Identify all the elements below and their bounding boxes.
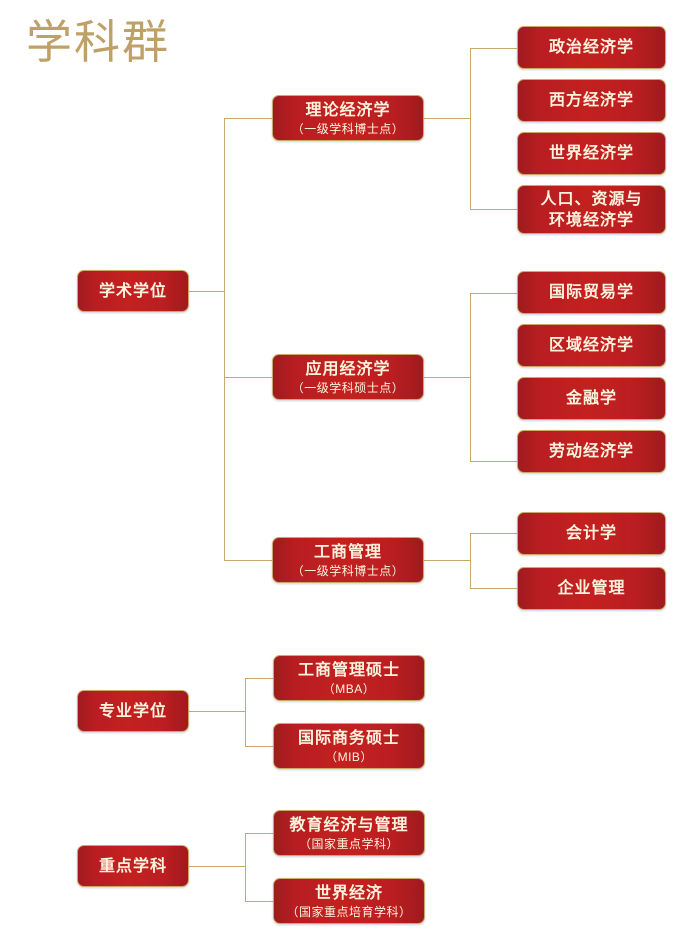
node-international-trade[interactable]: 国际贸易学 xyxy=(517,271,666,314)
node-regional-economics[interactable]: 区域经济学 xyxy=(517,324,666,367)
connector-academic-to-theoretical xyxy=(224,118,272,119)
node-sublabel: （MBA） xyxy=(322,681,376,696)
node-root-academic[interactable]: 学术学位 xyxy=(77,270,189,312)
node-education-economics-management[interactable]: 教育经济与管理 （国家重点学科） xyxy=(273,810,425,856)
connector-professional-to-mba xyxy=(245,678,273,679)
connector-professional-trunk xyxy=(245,678,246,746)
node-label-line2: 环境经济学 xyxy=(548,211,634,229)
node-labor-economics[interactable]: 劳动经济学 xyxy=(517,430,666,473)
connector-theoretical-trunk xyxy=(470,48,471,209)
node-label: 金融学 xyxy=(565,390,617,407)
connector-root-academic-stub xyxy=(189,291,225,292)
node-label: 重点学科 xyxy=(98,857,167,875)
connector-applied-stub xyxy=(424,377,470,378)
node-label: 会计学 xyxy=(565,525,617,542)
node-applied-economics[interactable]: 应用经济学 （一级学科硕士点） xyxy=(272,354,424,400)
node-label: 国际贸易学 xyxy=(548,284,634,301)
node-sublabel: （国家重点学科） xyxy=(298,836,399,851)
node-world-economy-key[interactable]: 世界经济 （国家重点培育学科） xyxy=(273,878,425,924)
connector-academic-trunk xyxy=(224,118,225,561)
node-label: 世界经济学 xyxy=(548,145,634,162)
connector-key-to-edu xyxy=(245,833,273,834)
node-world-economics[interactable]: 世界经济学 xyxy=(517,132,666,175)
page-title: 学科群 xyxy=(26,17,170,68)
node-population-resources-environment-economics[interactable]: 人口、资源与 环境经济学 xyxy=(517,185,666,234)
connector-academic-to-applied xyxy=(224,377,272,378)
node-theoretical-economics[interactable]: 理论经济学 （一级学科博士点） xyxy=(272,95,424,141)
connector-root-key-stub xyxy=(189,866,245,867)
node-label: 政治经济学 xyxy=(548,39,634,56)
connector-business-stub xyxy=(424,560,470,561)
node-sublabel: （一级学科硕士点） xyxy=(291,380,405,395)
node-label: 理论经济学 xyxy=(305,101,391,119)
node-label: 工商管理 xyxy=(313,543,382,561)
node-label: 世界经济 xyxy=(314,884,383,902)
node-label: 学术学位 xyxy=(98,282,167,300)
connector-business-to-enterprise xyxy=(470,588,517,589)
node-mib[interactable]: 国际商务硕士 （MIB） xyxy=(273,723,425,769)
node-mba[interactable]: 工商管理硕士 （MBA） xyxy=(273,655,425,701)
node-root-professional[interactable]: 专业学位 xyxy=(77,690,189,732)
node-sublabel: （一级学科博士点） xyxy=(291,121,405,136)
connector-applied-trunk xyxy=(470,293,471,461)
node-political-economics[interactable]: 政治经济学 xyxy=(517,26,666,69)
connector-theoretical-to-political xyxy=(470,48,517,49)
node-sublabel: （一级学科博士点） xyxy=(291,563,405,578)
node-label: 教育经济与管理 xyxy=(289,816,409,834)
connector-business-trunk xyxy=(470,533,471,588)
connector-key-to-worldecon xyxy=(245,901,273,902)
node-label: 劳动经济学 xyxy=(548,443,634,460)
node-label: 工商管理硕士 xyxy=(297,661,400,679)
connector-theoretical-stub xyxy=(424,118,470,119)
node-enterprise-management[interactable]: 企业管理 xyxy=(517,567,666,610)
node-label: 企业管理 xyxy=(557,580,626,597)
connector-applied-to-trade xyxy=(470,293,517,294)
node-finance[interactable]: 金融学 xyxy=(517,377,666,420)
node-label: 西方经济学 xyxy=(548,92,634,109)
node-label: 人口、资源与 xyxy=(540,190,643,208)
connector-applied-to-labor xyxy=(470,461,517,462)
node-label: 应用经济学 xyxy=(305,360,391,378)
node-label: 专业学位 xyxy=(98,702,167,720)
connector-academic-to-business xyxy=(224,560,272,561)
node-sublabel: （MIB） xyxy=(325,749,373,764)
node-label: 区域经济学 xyxy=(548,337,634,354)
connector-theoretical-to-popres xyxy=(470,209,517,210)
connector-key-trunk xyxy=(245,833,246,901)
connector-business-to-accounting xyxy=(470,533,517,534)
node-sublabel: （国家重点培育学科） xyxy=(286,904,412,919)
node-western-economics[interactable]: 西方经济学 xyxy=(517,79,666,122)
node-business-administration[interactable]: 工商管理 （一级学科博士点） xyxy=(272,537,424,583)
node-label: 国际商务硕士 xyxy=(297,729,400,747)
node-root-key-disciplines[interactable]: 重点学科 xyxy=(77,845,189,887)
node-accounting[interactable]: 会计学 xyxy=(517,512,666,555)
connector-root-professional-stub xyxy=(189,711,245,712)
connector-professional-to-mib xyxy=(245,746,273,747)
